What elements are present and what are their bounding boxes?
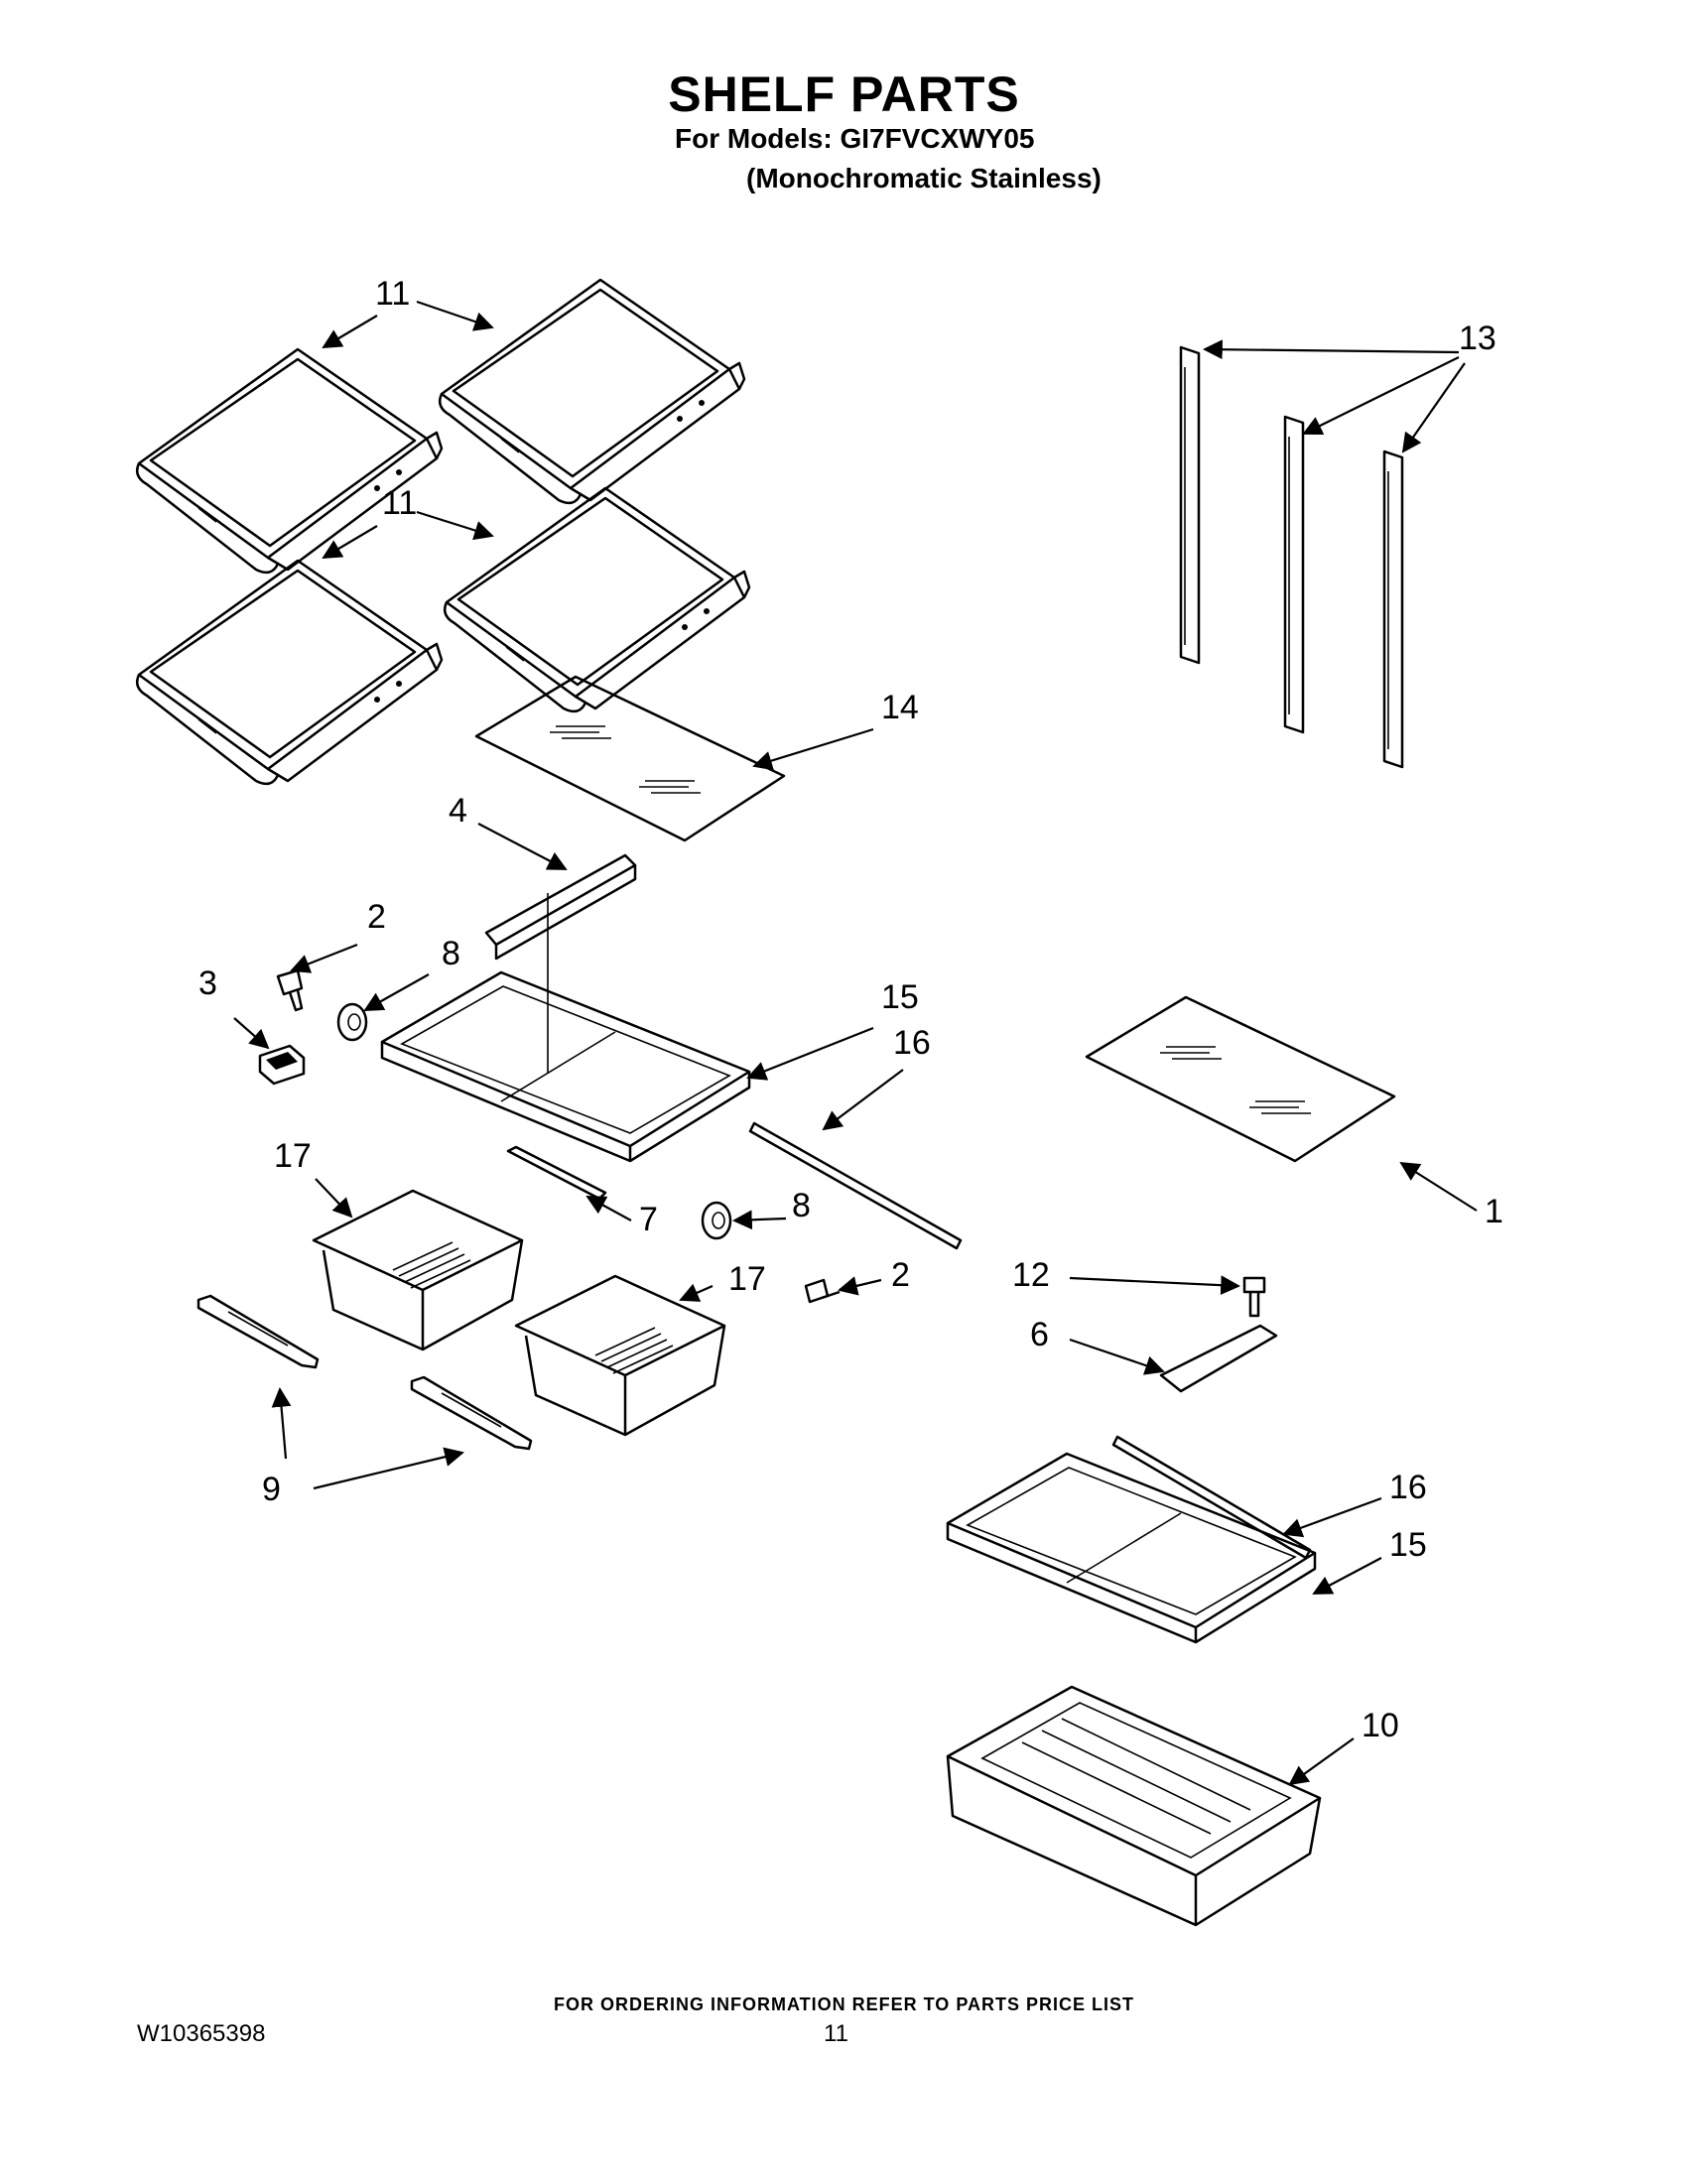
callout-9: 9 <box>262 1471 281 1508</box>
callout-3: 3 <box>198 964 217 1002</box>
shelf-rail-13-c <box>1382 450 1404 769</box>
callout-15-lower: 15 <box>1389 1526 1427 1564</box>
callout-8-lower: 8 <box>792 1187 811 1224</box>
drawer-trim-9-b <box>410 1375 533 1451</box>
cantilever-shelf-11-d <box>443 486 751 713</box>
callout-14: 14 <box>881 689 919 726</box>
bracket-6 <box>1159 1324 1278 1393</box>
callout-13: 13 <box>1459 320 1496 357</box>
screw-2-a <box>276 968 304 1012</box>
divider-rail-4 <box>484 853 637 1074</box>
crisper-drawer-17-a <box>312 1189 524 1351</box>
callout-1: 1 <box>1485 1193 1503 1230</box>
meat-pan-10 <box>946 1685 1322 1927</box>
drawer-trim-9-a <box>196 1294 320 1369</box>
callout-17-left: 17 <box>274 1137 312 1175</box>
callout-6: 6 <box>1030 1316 1049 1353</box>
screw-12 <box>1242 1276 1266 1318</box>
callout-7: 7 <box>639 1201 658 1238</box>
glass-shelf-1 <box>1085 995 1396 1163</box>
callout-17-right: 17 <box>728 1260 766 1298</box>
page-title: SHELF PARTS <box>668 66 1020 122</box>
crisper-frame-15-b <box>946 1452 1317 1644</box>
screw-2-b <box>804 1278 841 1304</box>
roller-8-a <box>336 1002 368 1042</box>
divider-7 <box>506 1145 607 1201</box>
roller-8-b <box>701 1201 732 1240</box>
leader-lines <box>233 300 1478 1786</box>
callout-10: 10 <box>1362 1707 1399 1744</box>
callout-8-upper: 8 <box>442 935 460 972</box>
models-line: For Models: GI7FVCXWY05 <box>675 123 1035 154</box>
callout-11-top: 11 <box>375 275 410 313</box>
cantilever-shelf-11-c <box>135 559 444 786</box>
document-number: W10365398 <box>137 2020 266 2047</box>
trim-strip-16-b <box>1111 1435 1312 1560</box>
crisper-drawer-17-b <box>514 1274 726 1437</box>
crisper-frame-15-a <box>380 970 751 1163</box>
callout-12: 12 <box>1012 1256 1050 1294</box>
page-number: 11 <box>824 2020 848 2047</box>
shelf-rail-13-b <box>1283 415 1305 734</box>
trim-strip-16-a <box>748 1121 963 1250</box>
callout-15-upper: 15 <box>881 978 919 1016</box>
callout-2-upper: 2 <box>367 898 386 936</box>
callout-16-upper: 16 <box>893 1024 931 1062</box>
callout-11-middle: 11 <box>382 484 417 522</box>
finish-line: (Monochromatic Stainless) <box>746 163 1102 193</box>
glass-shelf-14 <box>474 675 786 842</box>
callout-2-lower: 2 <box>891 1256 910 1294</box>
ordering-note: FOR ORDERING INFORMATION REFER TO PARTS … <box>553 1994 1134 2014</box>
cantilever-shelf-11-b <box>438 278 746 505</box>
shelf-rail-13-a <box>1179 345 1201 665</box>
clip-3 <box>258 1044 306 1086</box>
cantilever-shelf-11-a <box>135 347 444 575</box>
callout-4: 4 <box>449 792 467 830</box>
callout-16-lower: 16 <box>1389 1469 1427 1506</box>
